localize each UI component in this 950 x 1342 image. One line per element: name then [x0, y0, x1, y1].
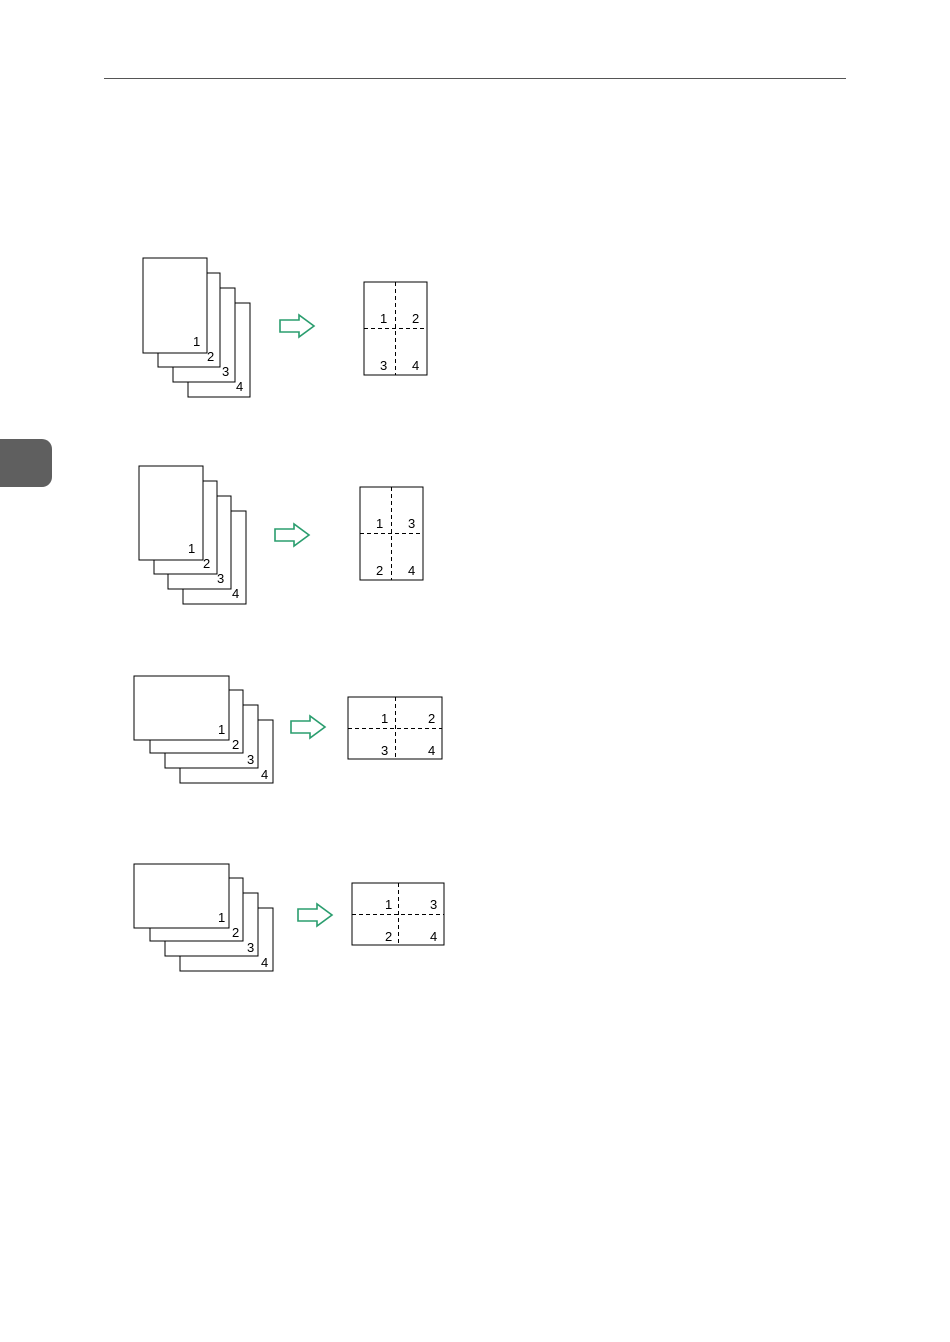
result-number-br: 4	[428, 743, 435, 758]
result-number-bl: 2	[376, 563, 383, 578]
stack-number-2: 2	[232, 737, 239, 752]
result-number-tr: 2	[412, 311, 419, 326]
arrow-icon	[298, 904, 332, 926]
result-number-br: 4	[412, 358, 419, 373]
result-number-tr: 2	[428, 711, 435, 726]
stack-number-1: 1	[193, 334, 200, 349]
result-number-bl: 3	[381, 743, 388, 758]
stack-number-4: 4	[261, 767, 268, 782]
result-number-bl: 3	[380, 358, 387, 373]
example-landscape-columns: 1 2 3 4 1 3 2 4	[134, 864, 444, 971]
stack-number-1: 1	[188, 541, 195, 556]
result-number-tl: 1	[381, 711, 388, 726]
stack-number-4: 4	[236, 379, 243, 394]
stack-number-2: 2	[232, 925, 239, 940]
arrow-icon	[275, 524, 309, 546]
result-number-tl: 1	[380, 311, 387, 326]
stack-number-1: 1	[218, 722, 225, 737]
example-landscape-rows: 1 2 3 4 1 2 3 4	[134, 676, 442, 783]
result-number-tl: 1	[376, 516, 383, 531]
stack-number-4: 4	[261, 955, 268, 970]
result-number-br: 4	[408, 563, 415, 578]
result-number-br: 4	[430, 929, 437, 944]
stack-number-3: 3	[247, 752, 254, 767]
stack-number-3: 3	[217, 571, 224, 586]
result-number-tr: 3	[408, 516, 415, 531]
stack-sheet-1	[134, 676, 229, 740]
result-number-tr: 3	[430, 897, 437, 912]
stack-number-4: 4	[232, 586, 239, 601]
example-portrait-rows: 1 2 3 4 1 2 3 4	[143, 258, 427, 397]
stack-sheet-1	[134, 864, 229, 928]
result-number-bl: 2	[385, 929, 392, 944]
result-number-tl: 1	[385, 897, 392, 912]
stack-number-3: 3	[247, 940, 254, 955]
stack-number-1: 1	[218, 910, 225, 925]
stack-number-3: 3	[222, 364, 229, 379]
example-portrait-columns: 1 2 3 4 1 3 2 4	[139, 466, 423, 604]
arrow-icon	[280, 315, 314, 337]
stack-number-2: 2	[203, 556, 210, 571]
arrow-icon	[291, 716, 325, 738]
stack-number-2: 2	[207, 349, 214, 364]
